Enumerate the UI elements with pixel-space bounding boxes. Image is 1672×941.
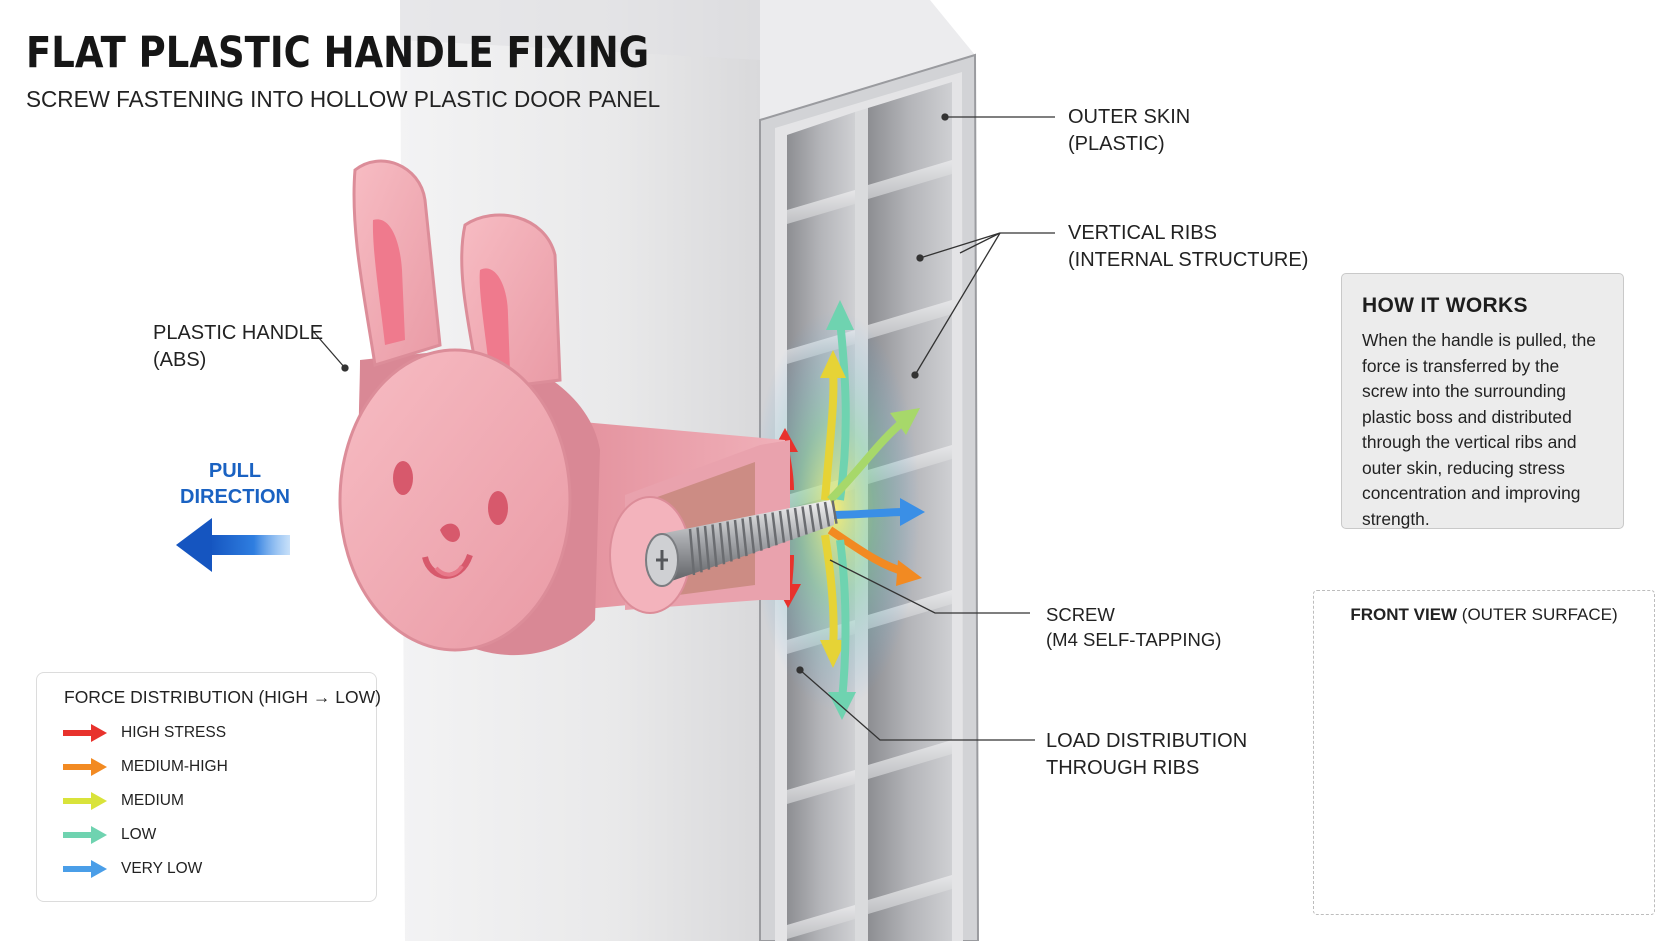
legend-item-label: LOW (121, 826, 156, 844)
page-title: FLAT PLASTIC HANDLE FIXING (26, 28, 649, 78)
legend-arrow-icon (63, 826, 107, 844)
pull-direction-label: PULL DIRECTION (160, 458, 310, 510)
legend-arrow-icon (63, 758, 107, 776)
front-view-title-rest: (OUTER SURFACE) (1457, 605, 1618, 624)
legend-item: LOW (63, 823, 156, 847)
callout-load-line1: LOAD DISTRIBUTION (1046, 728, 1247, 755)
callout-screw-line2: (M4 SELF-TAPPING) (1046, 627, 1221, 652)
how-it-works-panel: HOW IT WORKS When the handle is pulled, … (1341, 273, 1624, 529)
callout-outer-skin-line1: OUTER SKIN (1068, 104, 1190, 131)
legend-arrow-icon (63, 792, 107, 810)
callout-screw: SCREW (M4 SELF-TAPPING) (1046, 602, 1221, 652)
callout-outer-skin: OUTER SKIN (PLASTIC) (1068, 104, 1190, 158)
legend-arrow-icon (63, 724, 107, 742)
callout-load-distribution: LOAD DISTRIBUTION THROUGH RIBS (1046, 728, 1247, 782)
callout-vertical-ribs-line2: (INTERNAL STRUCTURE) (1068, 247, 1308, 274)
how-it-works-body: When the handle is pulled, the force is … (1362, 328, 1605, 532)
legend-item-label: MEDIUM (121, 792, 184, 810)
legend-item: HIGH STRESS (63, 721, 226, 745)
callout-plastic-handle-line2: (ABS) (153, 347, 323, 374)
legend-item-label: VERY LOW (121, 860, 202, 878)
front-view-title: FRONT VIEW (OUTER SURFACE) (1314, 605, 1654, 625)
callout-screw-line1: SCREW (1046, 602, 1221, 627)
how-it-works-title: HOW IT WORKS (1362, 294, 1605, 318)
callout-load-line2: THROUGH RIBS (1046, 755, 1247, 782)
legend-item: MEDIUM-HIGH (63, 755, 228, 779)
page-subtitle: SCREW FASTENING INTO HOLLOW PLASTIC DOOR… (26, 86, 660, 113)
force-legend: FORCE DISTRIBUTION (HIGH → LOW) HIGH STR… (36, 672, 377, 902)
legend-item-label: HIGH STRESS (121, 724, 226, 742)
callout-vertical-ribs-line1: VERTICAL RIBS (1068, 220, 1308, 247)
callout-outer-skin-line2: (PLASTIC) (1068, 131, 1190, 158)
callout-vertical-ribs: VERTICAL RIBS (INTERNAL STRUCTURE) (1068, 220, 1308, 274)
legend-item: MEDIUM (63, 789, 184, 813)
legend-item-label: MEDIUM-HIGH (121, 758, 228, 776)
legend-title: FORCE DISTRIBUTION (HIGH → LOW) (64, 687, 381, 708)
callout-plastic-handle-line1: PLASTIC HANDLE (153, 320, 323, 347)
arrow-left-icon (176, 518, 290, 572)
legend-item: VERY LOW (63, 857, 202, 881)
front-view-panel: FRONT VIEW (OUTER SURFACE) (1313, 590, 1655, 915)
legend-arrow-icon (63, 860, 107, 878)
callout-plastic-handle: PLASTIC HANDLE (ABS) (153, 320, 323, 374)
pull-direction-line2: DIRECTION (160, 484, 310, 510)
pull-direction-line1: PULL (160, 458, 310, 484)
front-view-title-bold: FRONT VIEW (1350, 605, 1457, 624)
